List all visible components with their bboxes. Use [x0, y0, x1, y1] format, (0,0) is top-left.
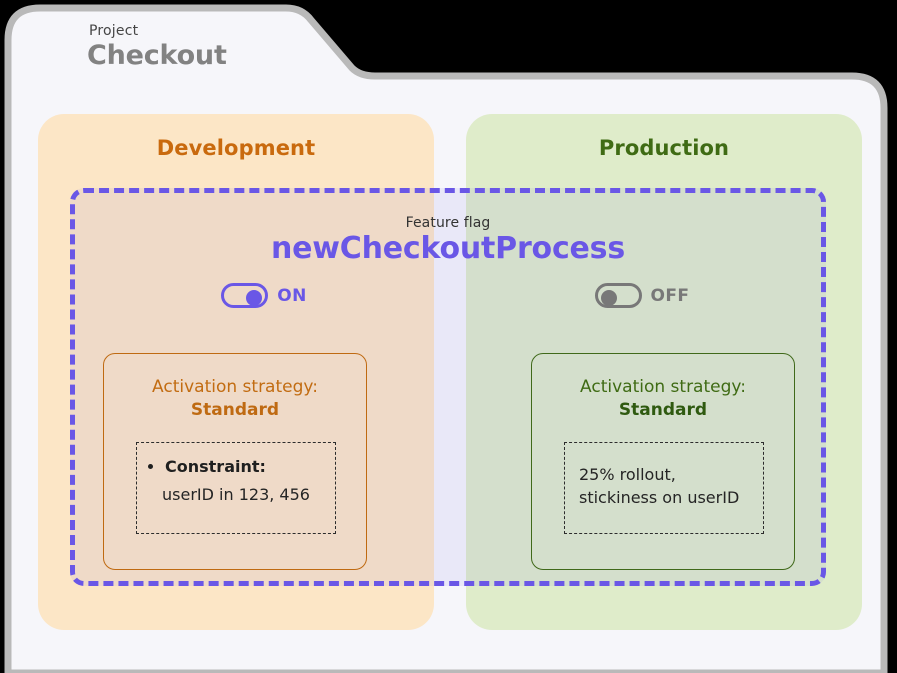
rollout-details: 25% rollout, stickiness on userID — [565, 443, 763, 509]
constraint-value: userID in 123, 456 — [162, 485, 310, 504]
panel-label: Project — [89, 23, 139, 39]
strategy-detail-box-production: 25% rollout, stickiness on userID — [564, 442, 764, 534]
page-title: Checkout — [87, 40, 227, 71]
activation-strategy-development[interactable]: Activation strategy: Standard Constraint… — [103, 353, 367, 570]
environment-card-production[interactable]: Production — [466, 114, 862, 630]
rollout-line-2: stickiness on userID — [579, 488, 740, 508]
feature-flag-region: Feature flag newCheckoutProcess ON OFF A… — [70, 188, 826, 586]
toggle-state-label-development: ON — [277, 285, 307, 306]
toggle-row-development[interactable]: ON — [75, 283, 453, 308]
toggle-row-production[interactable]: OFF — [453, 283, 831, 308]
strategy-value-development: Standard — [190, 399, 280, 420]
environment-card-development[interactable]: Development — [38, 114, 434, 630]
constraint-label: Constraint: — [165, 457, 335, 476]
strategy-heading-production: Activation strategy: Standard — [532, 376, 794, 422]
strategy-detail-box-development: Constraint: userID in 123, 456 — [136, 442, 336, 534]
environment-title-development: Development — [156, 136, 316, 160]
toggle-knob-icon — [600, 290, 617, 306]
strategy-value-production: Standard — [618, 399, 708, 420]
toggle-state-label-production: OFF — [650, 285, 690, 306]
strategy-heading-text: Activation strategy: — [152, 377, 318, 397]
rollout-line-1: 25% rollout, — [579, 465, 676, 484]
strategy-heading-development: Activation strategy: Standard — [104, 376, 366, 422]
environment-title-production: Production — [598, 136, 730, 160]
feature-toggle-development[interactable] — [221, 283, 269, 308]
feature-toggle-production[interactable] — [594, 283, 642, 308]
feature-flag-name: newCheckoutProcess — [270, 231, 625, 266]
toggle-knob-icon — [246, 290, 263, 306]
constraint-list: Constraint: — [137, 443, 335, 476]
activation-strategy-production[interactable]: Activation strategy: Standard 25% rollou… — [531, 353, 795, 570]
feature-flag-label: Feature flag — [405, 215, 491, 231]
strategy-heading-text: Activation strategy: — [580, 377, 746, 397]
